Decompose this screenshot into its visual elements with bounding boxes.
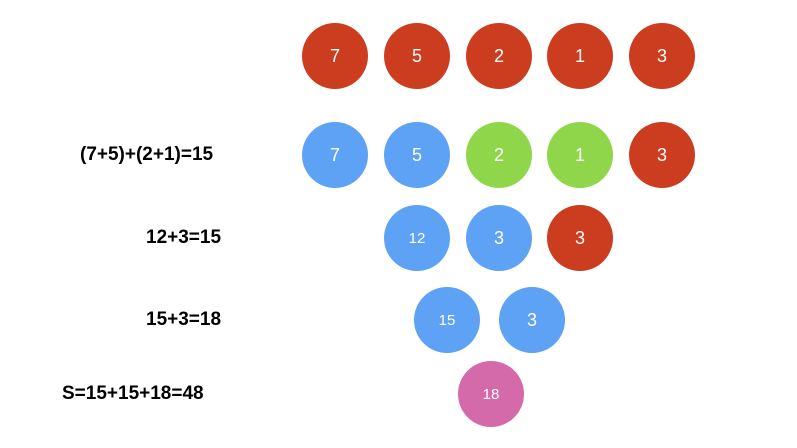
- row-initial: 7 5 2 1 3: [0, 23, 797, 89]
- row-total: S=15+15+18=48 18: [0, 361, 797, 427]
- equation-step-1: (7+5)+(2+1)=15: [80, 144, 214, 165]
- node-4-0: 18: [458, 361, 524, 427]
- node-1-3: 1: [547, 122, 613, 188]
- node-2-0: 12: [384, 205, 450, 271]
- node-0-1: 5: [384, 23, 450, 89]
- node-3-0: 15: [414, 287, 480, 353]
- node-1-1: 5: [384, 122, 450, 188]
- row-step-2: 12+3=15 12 3 3: [0, 205, 797, 271]
- node-2-2: 3: [547, 205, 613, 271]
- row-step-1: (7+5)+(2+1)=15 7 5 2 1 3: [0, 122, 797, 188]
- equation-step-2: 12+3=15: [146, 227, 222, 248]
- row-step-3: 15+3=18 15 3: [0, 287, 797, 353]
- node-0-0: 7: [302, 23, 368, 89]
- node-3-1: 3: [499, 287, 565, 353]
- node-1-0: 7: [302, 122, 368, 188]
- node-1-4: 3: [629, 122, 695, 188]
- equation-total: S=15+15+18=48: [62, 383, 204, 404]
- equation-step-3: 15+3=18: [146, 309, 222, 330]
- node-2-1: 3: [466, 205, 532, 271]
- node-0-3: 1: [547, 23, 613, 89]
- node-1-2: 2: [466, 122, 532, 188]
- node-0-4: 3: [629, 23, 695, 89]
- node-0-2: 2: [466, 23, 532, 89]
